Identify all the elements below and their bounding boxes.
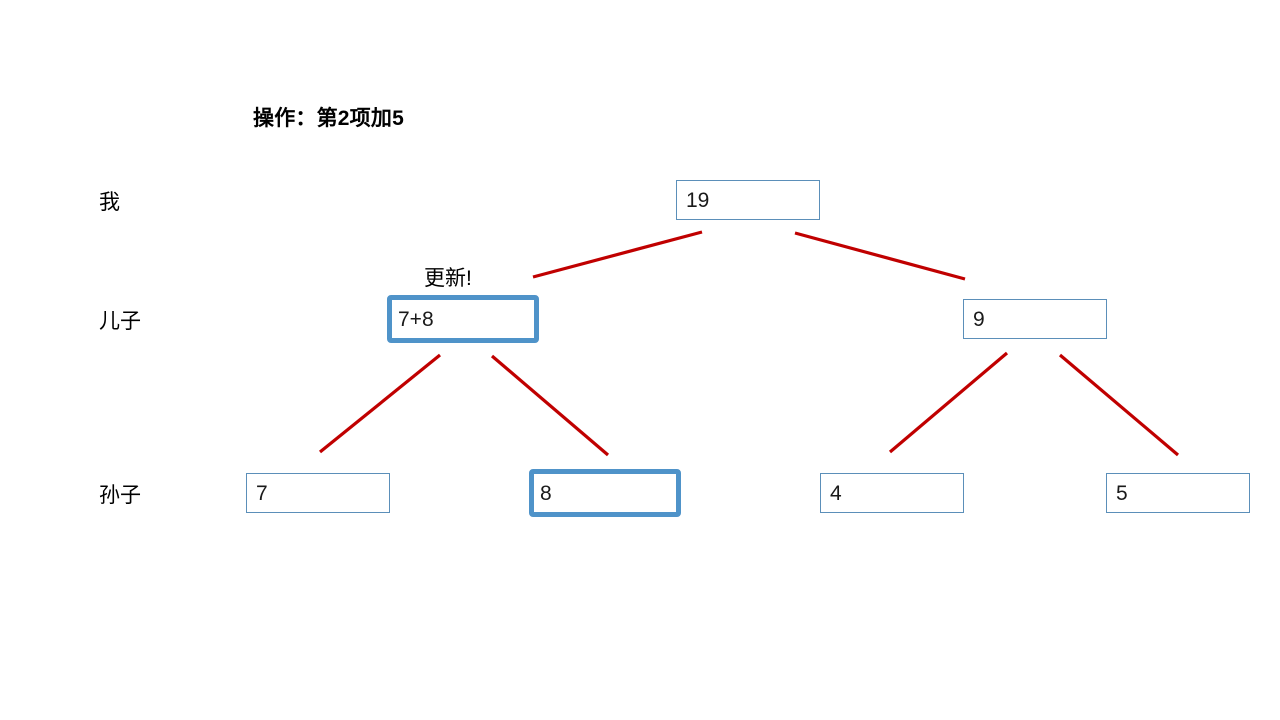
edge-root-to-right-child <box>794 231 966 281</box>
edge-right-child-to-leaf-4 <box>1058 353 1180 457</box>
node-leaf-2[interactable]: 8 <box>529 469 681 517</box>
node-leaf-4[interactable]: 5 <box>1106 473 1250 513</box>
edge-left-child-to-leaf-2 <box>490 354 610 457</box>
node-child-left[interactable]: 7+8 <box>387 295 539 343</box>
node-leaf-1-value: 7 <box>256 481 268 505</box>
node-child-right[interactable]: 9 <box>963 299 1107 339</box>
edge-right-child-to-leaf-3 <box>888 351 1009 454</box>
node-leaf-3[interactable]: 4 <box>820 473 964 513</box>
edge-root-to-left-child <box>532 230 703 279</box>
node-child-left-value: 7+8 <box>398 307 434 331</box>
row-label-me: 我 <box>99 191 120 214</box>
node-leaf-3-value: 4 <box>830 481 842 505</box>
node-child-right-value: 9 <box>973 307 985 331</box>
node-root[interactable]: 19 <box>676 180 820 220</box>
operation-title: 操作：第2项加5 <box>253 107 404 130</box>
node-leaf-4-value: 5 <box>1116 481 1128 505</box>
node-leaf-1[interactable]: 7 <box>246 473 390 513</box>
node-root-value: 19 <box>686 188 710 212</box>
edge-left-child-to-leaf-1 <box>318 353 442 454</box>
node-leaf-2-value: 8 <box>540 481 552 505</box>
update-annotation: 更新! <box>424 267 472 290</box>
row-label-son: 儿子 <box>99 310 141 333</box>
row-label-grandson: 孙子 <box>99 484 141 507</box>
